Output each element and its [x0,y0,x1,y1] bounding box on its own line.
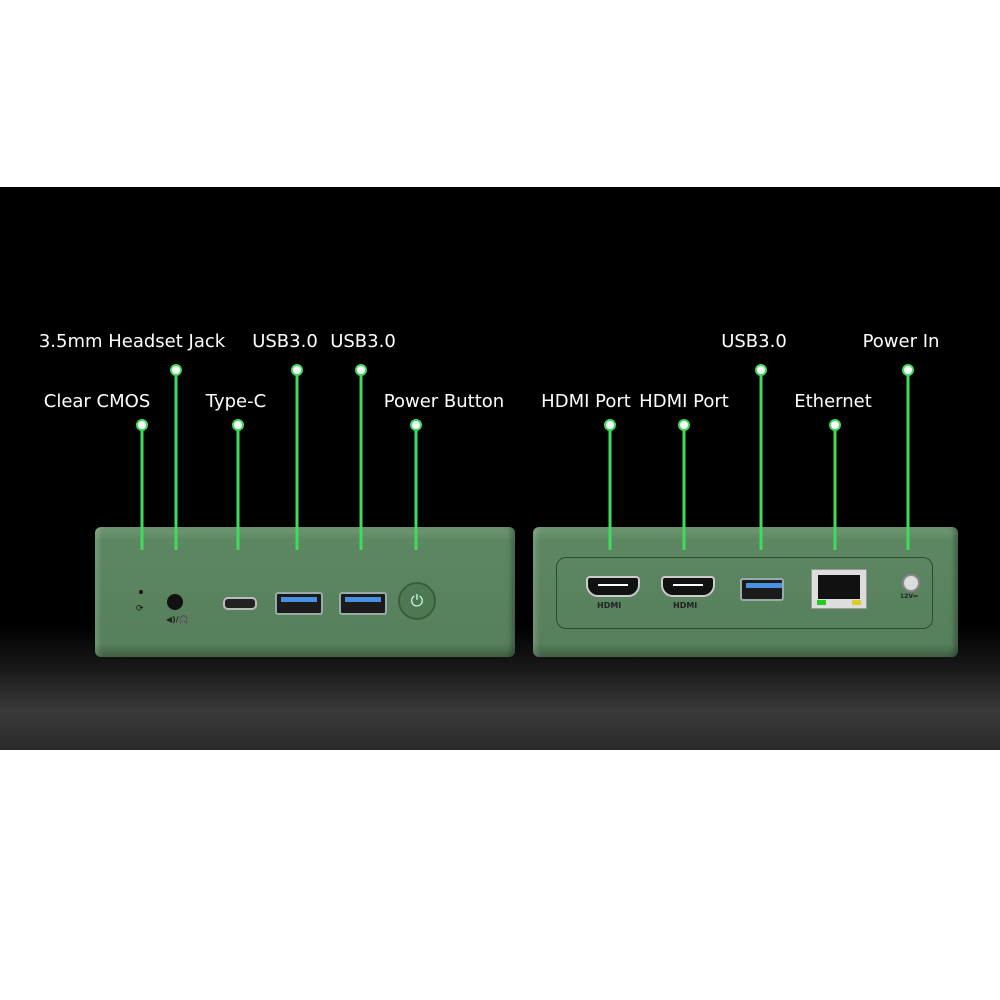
callout-dot-headset-jack [170,364,182,376]
callout-line-hdmi-2 [682,425,686,550]
label-type-c: Type-C [205,391,267,412]
dark-backdrop [0,187,1000,750]
callout-dot-usb-front-2 [355,364,367,376]
callout-dot-clear-cmos [136,419,148,431]
callout-line-usb-front-2 [359,370,363,550]
usb-port-rear [740,578,784,601]
headset-jack [167,594,183,610]
hdmi-marking-1: HDMI [597,601,622,610]
label-power-in: Power In [862,331,940,352]
label-ethernet: Ethernet [794,391,872,412]
label-clear-cmos: Clear CMOS [43,391,151,412]
callout-line-power-button [414,425,418,550]
callout-dot-power-in [902,364,914,376]
rear-panel-device: HDMI HDMI 12V⎓ [533,527,958,657]
label-usb-rear: USB3.0 [721,331,787,352]
label-usb-front-2: USB3.0 [330,331,396,352]
callout-line-usb-front-1 [295,370,299,550]
callout-line-ethernet [833,425,837,550]
usb-port-front-1 [275,592,323,615]
callout-line-hdmi-1 [608,425,612,550]
dc-power-jack [902,574,920,592]
callout-dot-hdmi-2 [678,419,690,431]
dc-marking: 12V⎓ [900,593,918,600]
callout-line-type-c [236,425,240,550]
cmos-pinhole [139,590,143,594]
callout-dot-type-c [232,419,244,431]
label-power-button: Power Button [383,391,505,412]
callout-dot-usb-front-1 [291,364,303,376]
power-button-icon: ⏻ [398,582,436,620]
label-headset-jack: 3.5mm Headset Jack [38,331,226,352]
hdmi-port-2 [661,576,715,597]
label-usb-front-1: USB3.0 [252,331,318,352]
hdmi-port-1 [586,576,640,597]
callout-dot-power-button [410,419,422,431]
type-c-port [223,597,257,610]
rear-io-panel: HDMI HDMI 12V⎓ [556,557,933,629]
callout-line-clear-cmos [140,425,144,550]
label-hdmi-1: HDMI Port [541,391,631,412]
callout-dot-ethernet [829,419,841,431]
callout-line-power-in [906,370,910,550]
callout-dot-hdmi-1 [604,419,616,431]
label-hdmi-2: HDMI Port [639,391,729,412]
callout-dot-usb-rear [755,364,767,376]
callout-line-usb-rear [759,370,763,550]
audio-icon: ◀)/🎧 [166,615,189,624]
ethernet-port [811,569,867,609]
hdmi-marking-2: HDMI [673,601,698,610]
front-panel-device: ⟳ ◀)/🎧 ⏻ [95,527,515,657]
reset-icon: ⟳ [136,604,144,614]
callout-line-headset-jack [174,370,178,550]
usb-port-front-2 [339,592,387,615]
